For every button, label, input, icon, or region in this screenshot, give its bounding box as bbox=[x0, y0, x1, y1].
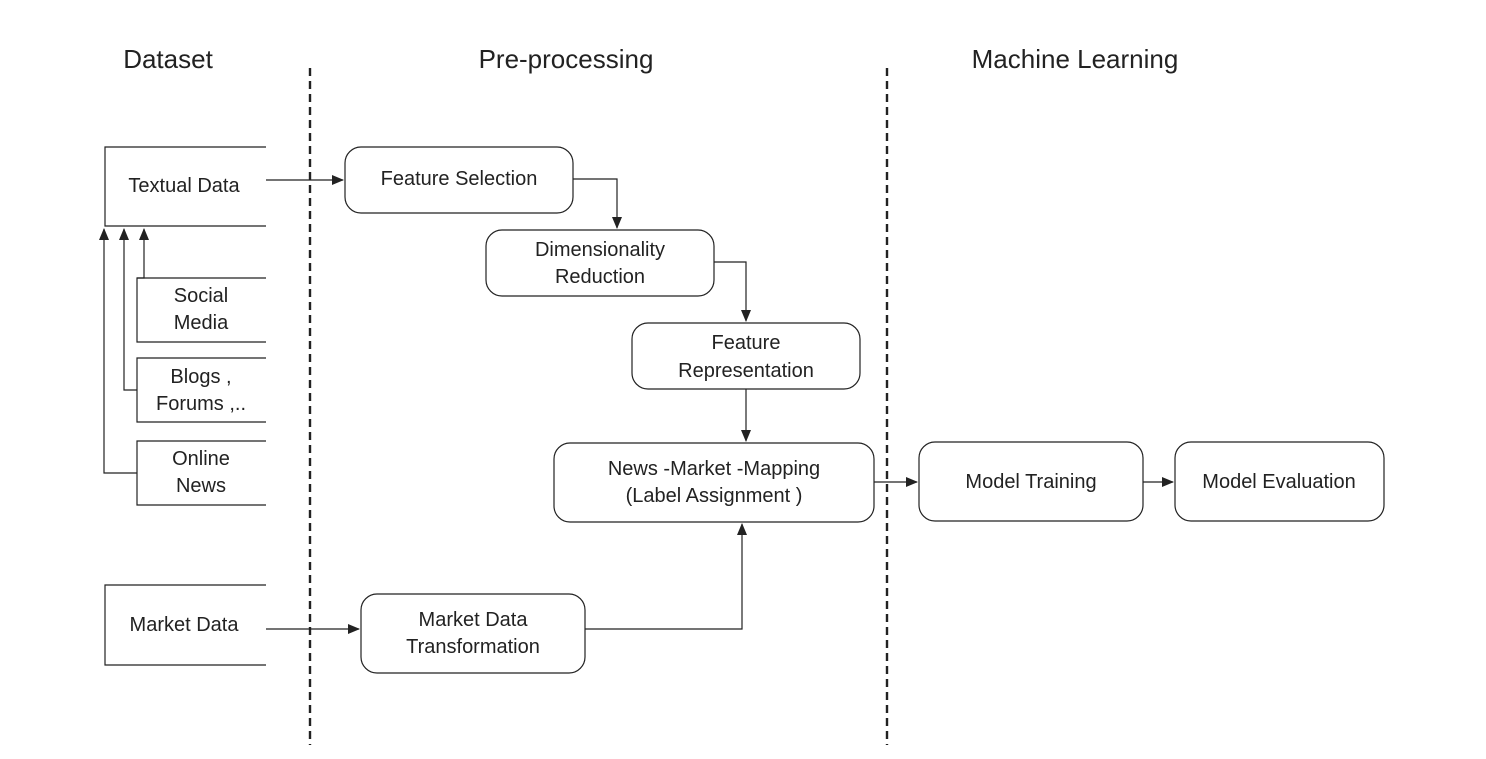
node-dimensionality-reduction: Dimensionality Reduction bbox=[485, 229, 715, 297]
svg-text:Textual Data: Textual Data bbox=[128, 175, 240, 197]
edge-transformation-to-news-market-mapping bbox=[585, 523, 747, 630]
header-preprocessing: Pre-processing bbox=[479, 44, 654, 74]
edge-dimensionality-reduction-to-feature-representation bbox=[714, 261, 751, 322]
svg-text:Blogs ,: Blogs , bbox=[170, 366, 231, 388]
edge-blogs-to-textual-data bbox=[119, 228, 137, 391]
svg-text:Social: Social bbox=[174, 285, 228, 307]
svg-text:(Label Assignment ): (Label Assignment ) bbox=[626, 485, 803, 507]
svg-text:Feature Selection: Feature Selection bbox=[381, 168, 538, 190]
node-model-evaluation: Model Evaluation bbox=[1174, 441, 1385, 522]
svg-text:Online: Online bbox=[172, 448, 230, 470]
node-blogs-forums: Blogs , Forums ,.. bbox=[136, 357, 266, 423]
svg-text:Media: Media bbox=[174, 312, 229, 334]
svg-text:Forums ,..: Forums ,.. bbox=[156, 393, 246, 415]
node-textual-data: Textual Data bbox=[104, 146, 266, 227]
svg-text:Reduction: Reduction bbox=[555, 266, 645, 288]
edge-social-media-to-textual-data bbox=[137, 228, 149, 279]
svg-text:Dimensionality: Dimensionality bbox=[535, 239, 665, 261]
svg-text:Market Data: Market Data bbox=[419, 609, 529, 631]
node-news-market-mapping: News -Market -Mapping (Label Assignment … bbox=[553, 442, 875, 523]
svg-text:Model Evaluation: Model Evaluation bbox=[1202, 471, 1355, 493]
svg-text:News -Market -Mapping: News -Market -Mapping bbox=[608, 458, 820, 480]
node-feature-selection: Feature Selection bbox=[344, 146, 574, 214]
svg-text:Representation: Representation bbox=[678, 360, 814, 382]
svg-text:Model Training: Model Training bbox=[965, 471, 1096, 493]
svg-text:Feature: Feature bbox=[712, 332, 781, 354]
edge-feature-selection-to-dimensionality-reduction bbox=[573, 178, 622, 229]
node-feature-representation: Feature Representation bbox=[631, 322, 861, 390]
header-dataset: Dataset bbox=[123, 44, 213, 74]
node-social-media: Social Media bbox=[136, 277, 266, 343]
node-model-training: Model Training bbox=[918, 441, 1144, 522]
node-market-data-transformation: Market Data Transformation bbox=[360, 593, 586, 674]
header-machine-learning: Machine Learning bbox=[972, 44, 1179, 74]
node-online-news: Online News bbox=[136, 440, 266, 506]
svg-text:News: News bbox=[176, 475, 226, 497]
svg-text:Transformation: Transformation bbox=[406, 636, 540, 658]
node-market-data: Market Data bbox=[104, 584, 266, 666]
edge-online-news-to-textual-data bbox=[99, 228, 137, 474]
svg-text:Market Data: Market Data bbox=[130, 614, 240, 636]
